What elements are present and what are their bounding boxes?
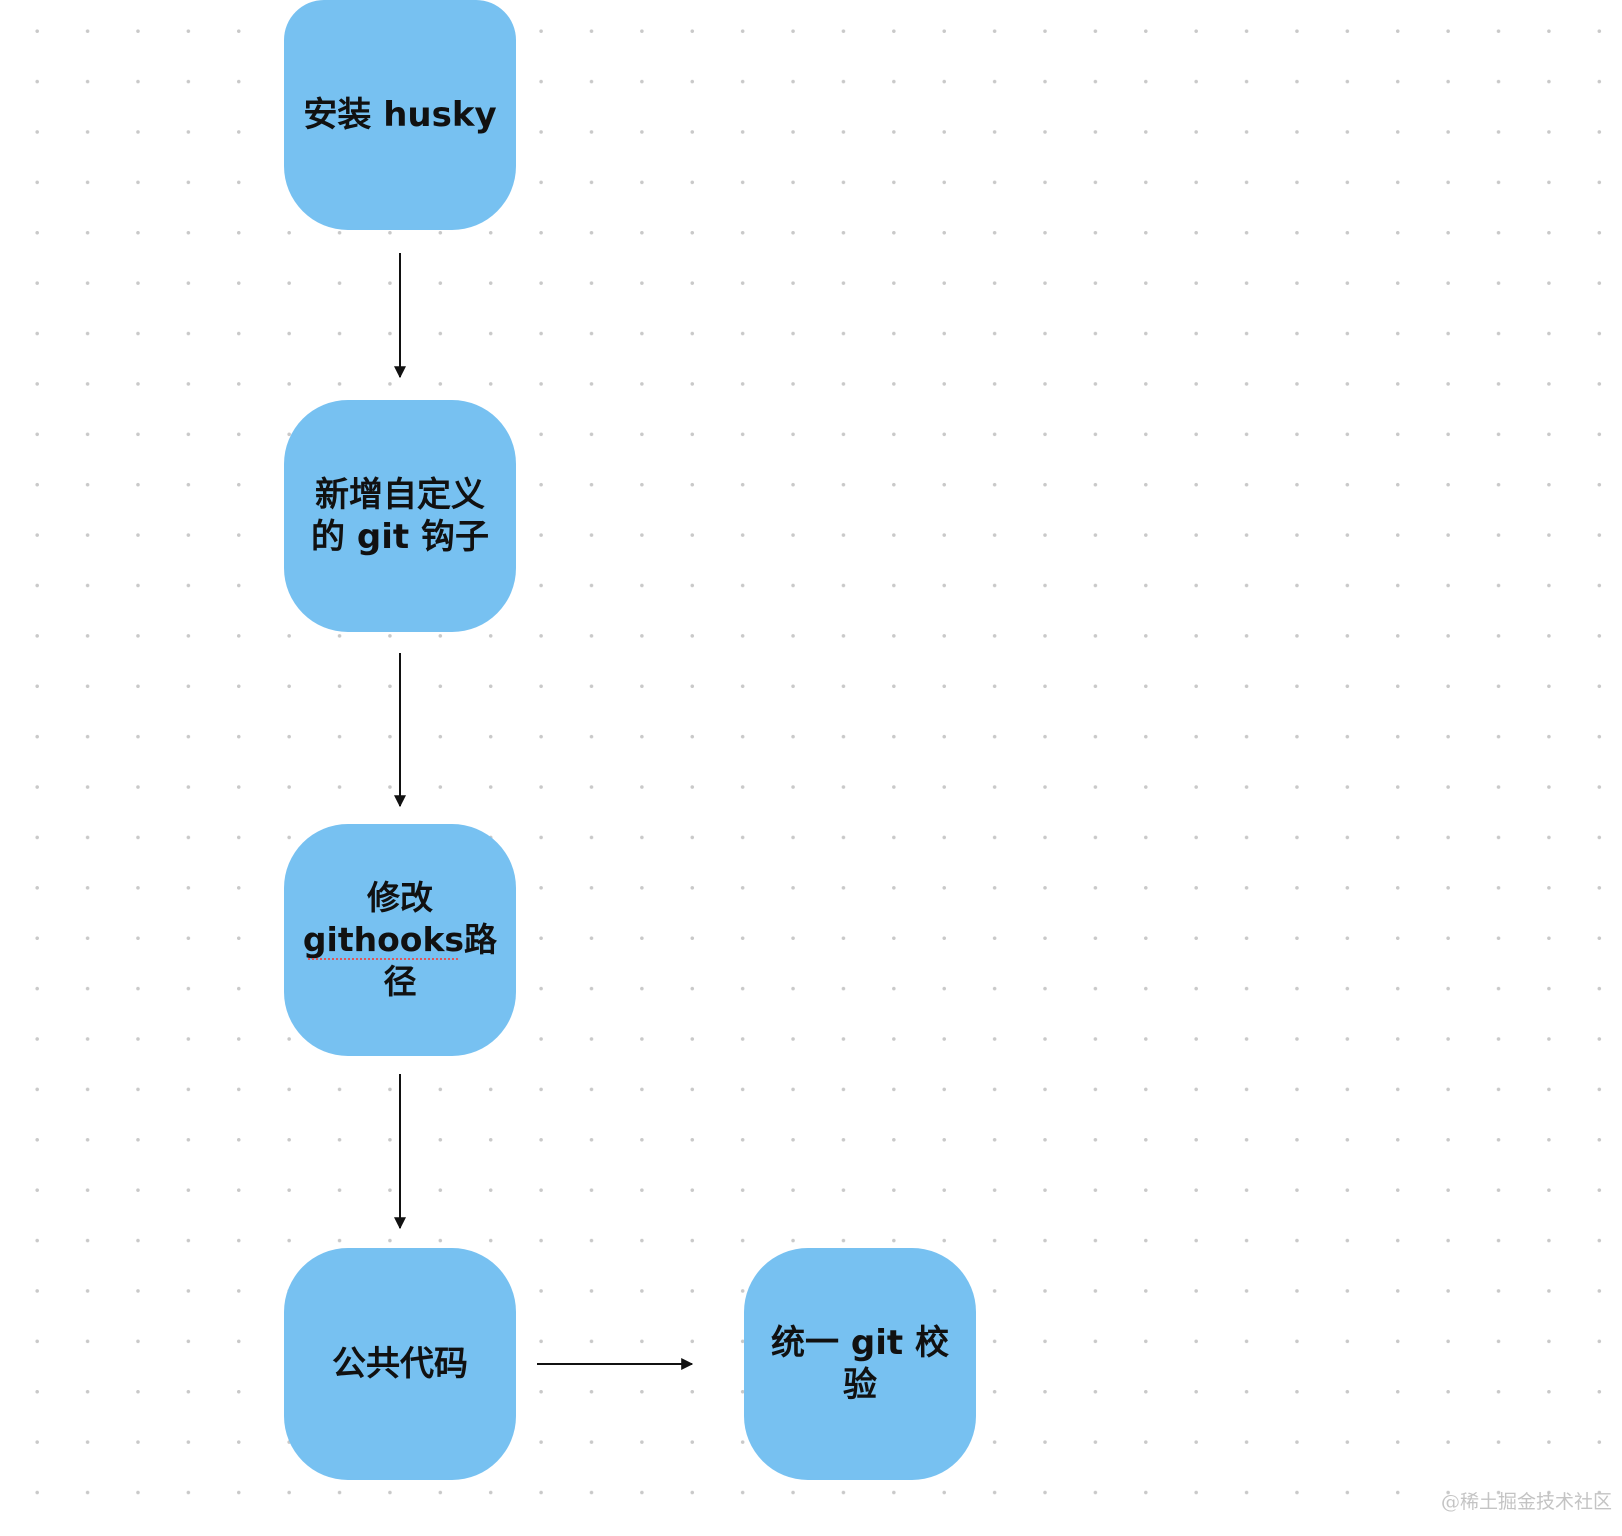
node-custom-hook[interactable]: 新增自定义 的 git 钩子	[284, 400, 516, 632]
node-label-common-code: 公共代码	[332, 1344, 468, 1384]
node-label-custom-hook: 新增自定义 的 git 钩子	[311, 475, 489, 557]
watermark: @稀土掘金技术社区	[1440, 1491, 1612, 1513]
spellcheck-underline	[308, 954, 458, 960]
node-githooks-path[interactable]: 修改 githooks路 径	[284, 824, 516, 1056]
node-label-install-husky: 安装 husky	[303, 95, 497, 135]
node-label-githooks-path: 修改 githooks路 径	[302, 878, 498, 1001]
node-unified-check[interactable]: 统一 git 校 验	[744, 1248, 976, 1480]
node-common-code[interactable]: 公共代码	[284, 1248, 516, 1480]
node-install-husky[interactable]: 安装 husky	[284, 0, 516, 230]
node-label-unified-check: 统一 git 校 验	[771, 1323, 949, 1405]
